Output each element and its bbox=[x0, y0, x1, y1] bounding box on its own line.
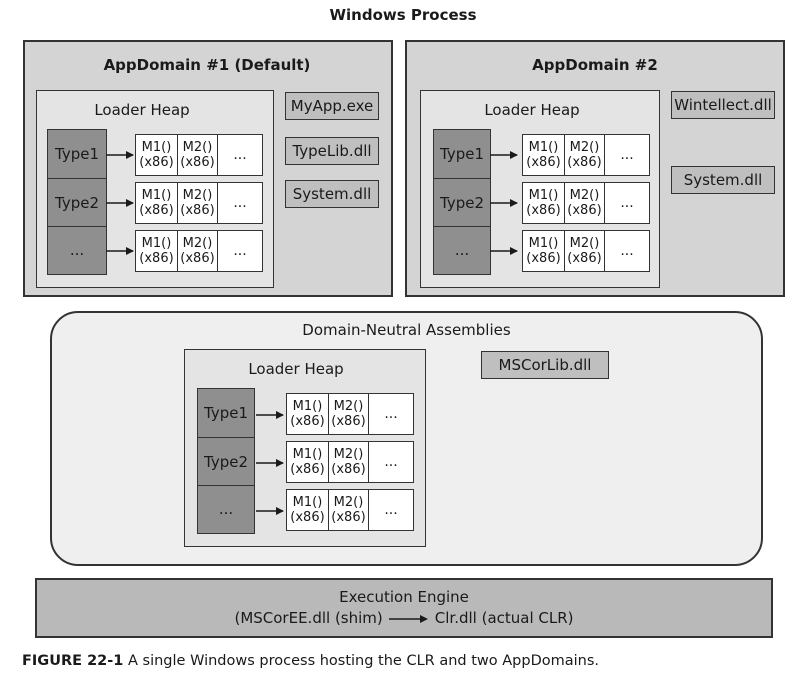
type-column: Type1 Type2 ... bbox=[47, 129, 107, 275]
method-table-row: M1()(x86) M2()(x86) ... bbox=[135, 230, 263, 272]
assembly-wintellect: Wintellect.dll bbox=[671, 91, 775, 119]
type-cell: ... bbox=[69, 241, 85, 259]
method-cell: M2()(x86) bbox=[178, 231, 218, 271]
method-cell: M1()(x86) bbox=[523, 135, 565, 175]
appdomain-1: AppDomain #1 (Default) Loader Heap Type1… bbox=[23, 40, 393, 297]
method-table-row: M1()(x86) M2()(x86) ... bbox=[135, 182, 263, 224]
loader-heap-label: Loader Heap bbox=[484, 101, 580, 119]
type-cell: Type1 bbox=[48, 130, 106, 179]
method-table-row: M1()(x86) M2()(x86) ... bbox=[522, 182, 650, 224]
assembly-typelib: TypeLib.dll bbox=[285, 137, 379, 165]
method-more-cell: ... bbox=[233, 194, 247, 211]
method-cell: M2()(x86) bbox=[329, 490, 369, 530]
assembly-system: System.dll bbox=[671, 166, 775, 194]
method-cell: M1()(x86) bbox=[136, 183, 178, 223]
method-cell: M2()(x86) bbox=[178, 135, 218, 175]
appdomain-2: AppDomain #2 Loader Heap Type1 Type2 ...… bbox=[405, 40, 785, 297]
loader-heap-label: Loader Heap bbox=[248, 360, 344, 378]
type-cell: Type1 bbox=[434, 130, 490, 179]
figure-label: FIGURE 22-1 bbox=[22, 653, 124, 669]
type-cell: Type1 bbox=[198, 389, 254, 438]
figure-caption: FIGURE 22-1 A single Windows process hos… bbox=[22, 653, 802, 669]
method-table-row: M1()(x86) M2()(x86) ... bbox=[286, 441, 414, 483]
execution-engine-title: Execution Engine bbox=[339, 588, 469, 606]
method-cell: M2()(x86) bbox=[565, 135, 605, 175]
method-table-row: M1()(x86) M2()(x86) ... bbox=[522, 134, 650, 176]
type-cell: ... bbox=[454, 241, 470, 259]
type-cell: Type2 bbox=[198, 438, 254, 486]
method-cell: M1()(x86) bbox=[136, 135, 178, 175]
method-more-cell: ... bbox=[620, 146, 634, 163]
type-cell: Type2 bbox=[48, 179, 106, 227]
type-cell: Type2 bbox=[434, 179, 490, 227]
execution-engine: Execution Engine (MSCorEE.dll (shim) Clr… bbox=[35, 578, 773, 638]
method-table-row: M1()(x86) M2()(x86) ... bbox=[522, 230, 650, 272]
method-cell: M1()(x86) bbox=[136, 231, 178, 271]
right-arrow-icon bbox=[388, 614, 428, 623]
loader-heap-1: Loader Heap Type1 Type2 ... M1()(x86) M2… bbox=[36, 90, 274, 288]
loader-heap-label: Loader Heap bbox=[94, 101, 190, 119]
shim-label: (MSCorEE.dll (shim) bbox=[234, 609, 383, 627]
execution-engine-detail: (MSCorEE.dll (shim) Clr.dll (actual CLR) bbox=[234, 608, 573, 629]
domain-neutral-assemblies: Domain-Neutral Assemblies Loader Heap Ty… bbox=[50, 311, 763, 566]
loader-heap-neutral: Loader Heap Type1 Type2 ... M1()(x86) M2… bbox=[184, 349, 426, 547]
loader-heap-2: Loader Heap Type1 Type2 ... M1()(x86) M2… bbox=[420, 90, 660, 288]
assembly-myapp: MyApp.exe bbox=[285, 92, 379, 120]
method-more-cell: ... bbox=[233, 242, 247, 259]
method-more-cell: ... bbox=[620, 242, 634, 259]
assembly-mscorlib: MSCorLib.dll bbox=[481, 351, 609, 379]
method-more-cell: ... bbox=[384, 501, 398, 518]
method-cell: M1()(x86) bbox=[287, 490, 329, 530]
process-title: Windows Process bbox=[329, 6, 477, 24]
method-cell: M1()(x86) bbox=[523, 183, 565, 223]
type-column: Type1 Type2 ... bbox=[433, 129, 491, 275]
method-more-cell: ... bbox=[620, 194, 634, 211]
assembly-system: System.dll bbox=[285, 180, 379, 208]
method-cell: M2()(x86) bbox=[565, 183, 605, 223]
appdomain-2-title: AppDomain #2 bbox=[532, 56, 658, 74]
method-more-cell: ... bbox=[233, 146, 247, 163]
figure-text: A single Windows process hosting the CLR… bbox=[128, 653, 600, 669]
method-cell: M2()(x86) bbox=[565, 231, 605, 271]
method-cell: M1()(x86) bbox=[287, 394, 329, 434]
method-table-row: M1()(x86) M2()(x86) ... bbox=[135, 134, 263, 176]
appdomain-1-title: AppDomain #1 (Default) bbox=[103, 56, 311, 74]
method-more-cell: ... bbox=[384, 453, 398, 470]
method-cell: M1()(x86) bbox=[523, 231, 565, 271]
domain-neutral-title: Domain-Neutral Assemblies bbox=[302, 321, 511, 339]
method-more-cell: ... bbox=[384, 405, 398, 422]
type-cell: ... bbox=[218, 500, 234, 518]
method-cell: M1()(x86) bbox=[287, 442, 329, 482]
method-cell: M2()(x86) bbox=[329, 394, 369, 434]
type-column: Type1 Type2 ... bbox=[197, 388, 255, 534]
method-cell: M2()(x86) bbox=[329, 442, 369, 482]
method-table-row: M1()(x86) M2()(x86) ... bbox=[286, 489, 414, 531]
clr-label: Clr.dll (actual CLR) bbox=[434, 609, 574, 627]
method-table-row: M1()(x86) M2()(x86) ... bbox=[286, 393, 414, 435]
method-cell: M2()(x86) bbox=[178, 183, 218, 223]
